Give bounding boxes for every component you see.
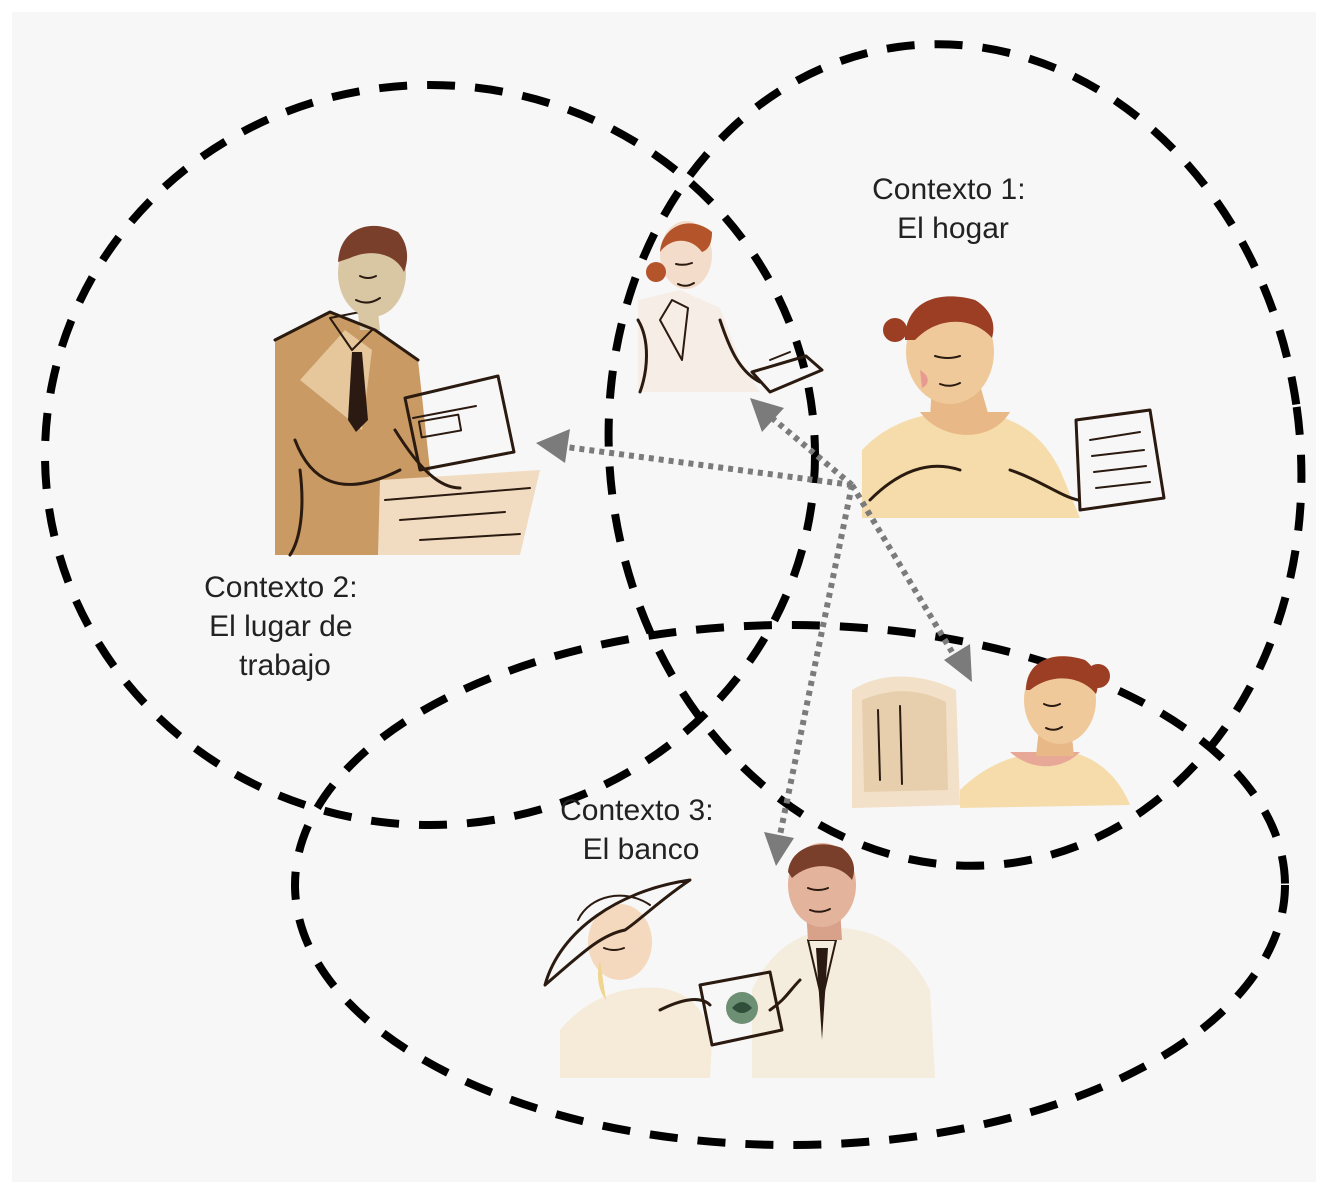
arrowhead-office-worker	[536, 429, 570, 463]
arrowhead-clipboard-woman	[750, 398, 784, 432]
connectors	[536, 398, 972, 866]
connector-to-office-worker	[565, 444, 853, 488]
context-ring-hogar	[604, 40, 1306, 870]
office-worker-filing-illustration	[273, 225, 540, 557]
context-label-trabajo: Contexto 2: El lugar de trabajo	[204, 571, 366, 682]
customer-and-banker-illustration	[543, 843, 935, 1078]
connector-to-clipboard-woman	[770, 415, 854, 488]
woman-reading-book-illustration	[862, 296, 1166, 518]
context-ring-trabajo	[41, 81, 819, 829]
woman-with-clipboard-illustration	[636, 221, 824, 394]
connector-to-computer-woman	[849, 483, 955, 654]
context-label-banco-line-1: Contexto 3:	[560, 794, 713, 827]
diagram-background	[12, 12, 1316, 1182]
context-label-banco-line-2: El banco	[583, 833, 700, 866]
context-label-hogar-line-1: Contexto 1:	[872, 173, 1025, 206]
context-label-trabajo-line-2: El lugar de	[209, 610, 352, 643]
arrowhead-bank-customers	[764, 832, 794, 866]
woman-at-computer-illustration	[852, 656, 1130, 808]
context-label-trabajo-line-1: Contexto 2:	[204, 571, 357, 604]
context-label-hogar-line-2: El hogar	[897, 212, 1009, 245]
arrowhead-computer-woman	[944, 644, 972, 682]
context-label-trabajo-line-3: trabajo	[239, 649, 331, 682]
context-label-banco: Contexto 3: El banco	[560, 794, 722, 866]
context-ring-banco	[291, 621, 1289, 1149]
context-label-hogar: Contexto 1: El hogar	[872, 173, 1034, 245]
